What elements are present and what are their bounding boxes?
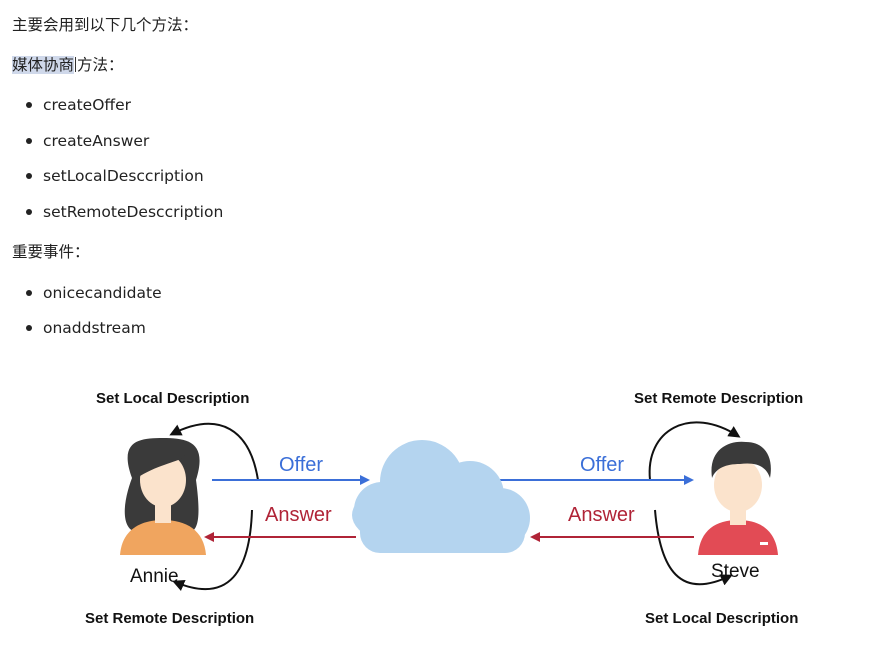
list-item: setLocalDesccription: [0, 166, 223, 186]
intro-text: 主要会用到以下几个方法：: [12, 16, 199, 34]
offer-label-right: Offer: [580, 454, 624, 476]
annie-avatar: [120, 438, 206, 555]
left-top-label: Set Local Description: [96, 390, 249, 407]
bullet-icon: [26, 173, 32, 179]
list-item-text: setLocalDesccription: [43, 167, 204, 185]
answer-label-left: Answer: [265, 504, 332, 526]
selected-text[interactable]: 媒体协商: [12, 56, 75, 74]
left-bottom-label: Set Remote Description: [85, 610, 254, 627]
bullet-icon: [26, 137, 32, 144]
right-bottom-curve-arrow: [654, 509, 733, 586]
bullet-icon: [26, 325, 32, 331]
right-bottom-label: Set Local Description: [645, 610, 798, 627]
list-item-text: createAnswer: [43, 131, 150, 150]
offer-label-left: Offer: [279, 454, 323, 476]
list-item: setRemoteDesccription: [0, 202, 223, 222]
bullet-icon: [26, 102, 32, 108]
bullet-icon: [26, 290, 32, 296]
events-heading: 重要事件：: [12, 243, 90, 261]
answer-label-right: Answer: [568, 504, 635, 526]
methods-list: createOffer createAnswer setLocalDesccri…: [0, 95, 223, 222]
left-bottom-curve-arrow: [172, 509, 253, 592]
list-item: createAnswer: [0, 131, 223, 151]
cloud-icon: [352, 440, 530, 553]
events-list: onicecandidate onaddstream: [0, 283, 162, 338]
list-item-text: setRemoteDesccription: [43, 202, 224, 221]
left-top-curve-arrow: [169, 423, 259, 481]
list-item: onaddstream: [0, 318, 162, 338]
list-item-text: onicecandidate: [43, 284, 162, 302]
bullet-icon: [26, 208, 32, 215]
right-top-curve-arrow: [648, 421, 741, 481]
list-item-text: onaddstream: [43, 319, 146, 337]
steve-avatar: [698, 441, 778, 555]
list-item-text: createOffer: [43, 96, 131, 114]
offer-answer-diagram: Set Local Description Set Remote Descrip…: [85, 390, 803, 627]
annie-name: Annie: [130, 566, 179, 587]
heading-rest: 方法：: [77, 56, 124, 74]
right-top-label: Set Remote Description: [634, 390, 803, 407]
steve-name: Steve: [711, 561, 760, 582]
list-item: createOffer: [0, 95, 223, 115]
text-cursor: [75, 57, 77, 72]
list-item: onicecandidate: [0, 283, 162, 303]
media-negotiation-heading: 媒体协商方法：: [12, 55, 124, 75]
